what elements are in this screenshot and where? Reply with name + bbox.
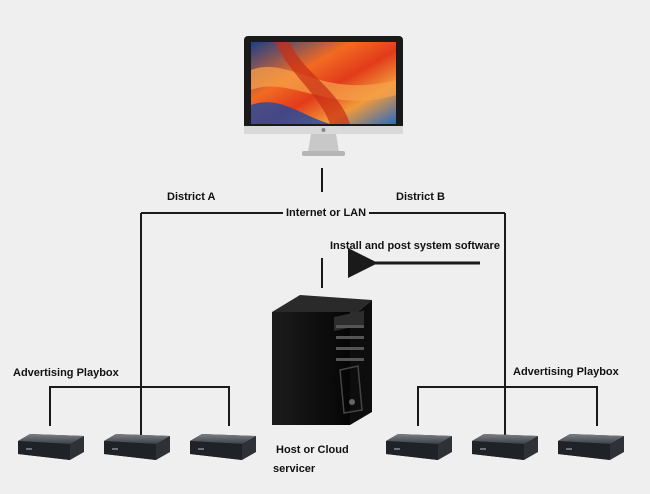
playbox-icon — [104, 434, 170, 460]
district-a-label: District A — [167, 191, 216, 203]
left-playbox-branch — [49, 386, 230, 426]
playbox-left-label: Advertising Playbox — [13, 367, 119, 379]
playbox-icon — [386, 434, 452, 460]
monitor-icon — [244, 36, 403, 156]
playbox-icon — [558, 434, 624, 460]
network-label: Internet or LAN — [283, 207, 370, 220]
right-playbox-branch — [417, 386, 598, 426]
install-note-label: Install and post system software — [330, 240, 500, 252]
playbox-icon — [472, 434, 538, 460]
server-tower-icon — [272, 295, 372, 425]
playbox-icon — [190, 434, 256, 460]
host-label-line2: servicer — [273, 463, 316, 475]
connection-lines — [49, 168, 598, 438]
playbox-group-right — [386, 434, 624, 460]
playbox-right-label: Advertising Playbox — [513, 366, 619, 378]
playbox-group-left — [18, 434, 256, 460]
playbox-icon — [18, 434, 84, 460]
district-b-label: District B — [396, 191, 445, 203]
host-label: Host or Cloud — [276, 444, 349, 456]
